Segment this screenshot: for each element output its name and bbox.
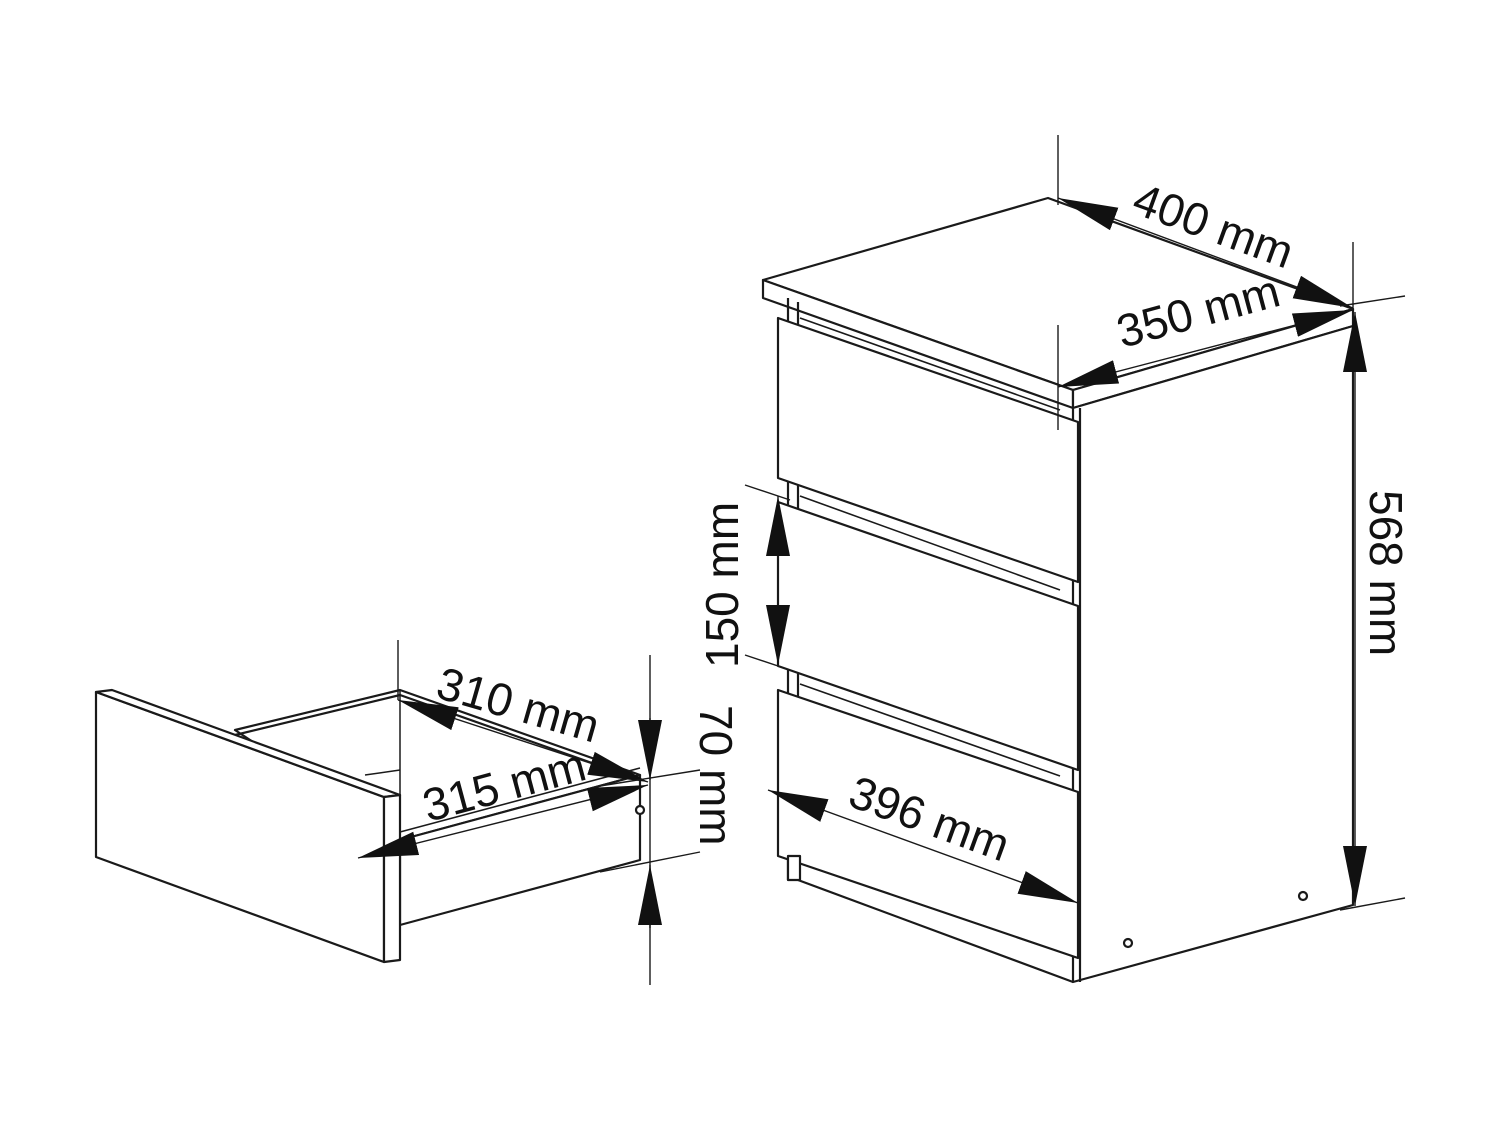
drawer-inner-bottom: [364, 769, 401, 776]
dim-150-ext-top: [744, 484, 791, 501]
assembly-hole-2: [1297, 890, 1309, 902]
assembly-hole-1: [1122, 937, 1134, 949]
drawer-2-handle-groove: [799, 495, 1061, 591]
dim-315-line: [357, 784, 649, 859]
dimension-lines: [357, 135, 1406, 985]
drawer-front-1: [776, 316, 1080, 584]
dim-310-line: [397, 699, 649, 783]
drawer-front-panel-side: [382, 793, 402, 964]
front-foot: [786, 854, 802, 882]
dim-396-line: [767, 789, 1079, 904]
label-height-total: 568 mm: [1360, 490, 1412, 656]
drawer-3-handle-groove: [799, 683, 1061, 777]
dim-350-ext-right: [1339, 295, 1406, 307]
dim-568-ext-bottom: [1339, 897, 1406, 911]
drawer-screw-hole: [634, 804, 646, 816]
label-drawer-front-height: 150 mm: [696, 502, 748, 668]
drawer-1-handle-groove: [799, 317, 1061, 411]
label-drawer-height: 70 mm: [690, 705, 742, 846]
dim-400-line: [1057, 197, 1354, 309]
dim-350-line: [1057, 309, 1354, 388]
side-panel: [1071, 324, 1355, 984]
